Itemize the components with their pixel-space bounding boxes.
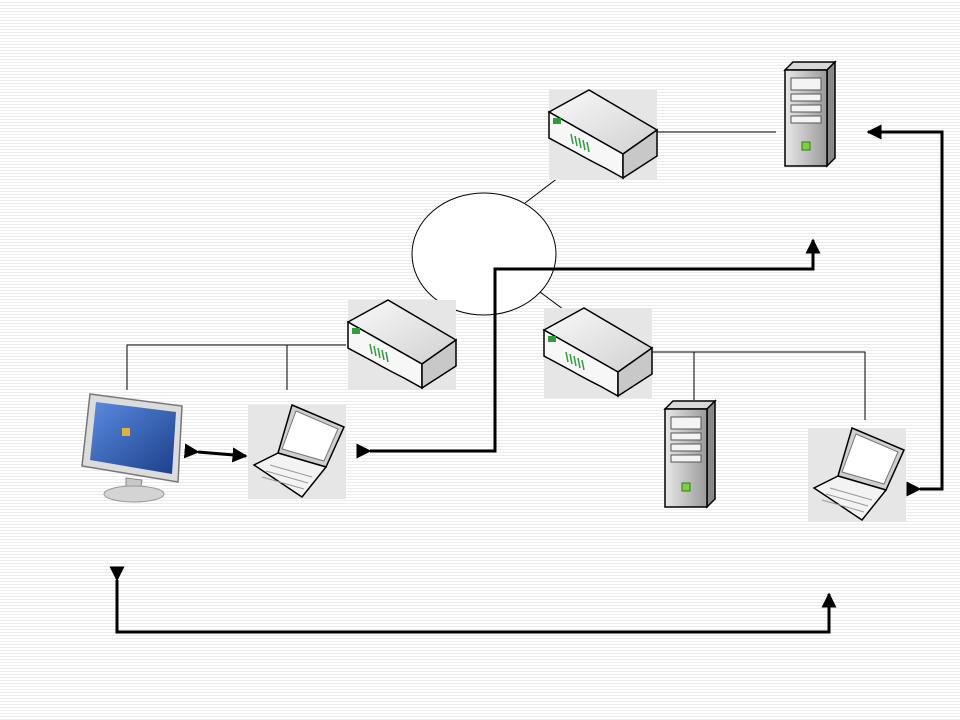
- laptop-screen: [841, 433, 899, 485]
- network-cloud-ellipse: [411, 192, 557, 316]
- arrow-monitor-to-laptop-right[interactable]: [109, 566, 837, 634]
- router-status-led: [352, 328, 360, 334]
- thick-arrows: [109, 124, 944, 634]
- laptop-keyboard: [261, 464, 313, 490]
- router-leds: [565, 351, 585, 371]
- monitor-screen: [90, 402, 176, 474]
- laptop-base: [812, 475, 888, 522]
- laptop-screen: [281, 410, 339, 462]
- monitor-stand: [103, 485, 165, 503]
- server-side: [826, 60, 836, 168]
- monitor-screen-detail: [122, 428, 130, 436]
- router-status-led: [553, 118, 561, 124]
- server-power-led: [801, 141, 811, 151]
- router-front-face: [543, 328, 619, 398]
- router-leds: [369, 343, 389, 363]
- router-side-face: [421, 338, 457, 390]
- laptop-base: [252, 452, 328, 499]
- laptop-icon[interactable]: [248, 403, 346, 499]
- router-front-face: [548, 110, 624, 180]
- router-side-face: [617, 346, 653, 398]
- server-side: [706, 399, 716, 509]
- router-icon[interactable]: [346, 299, 458, 390]
- laptop-icon[interactable]: [808, 426, 906, 522]
- laptop-keyboard: [821, 487, 873, 513]
- server-drive-bays: [790, 77, 822, 124]
- monitor-icon[interactable]: [81, 393, 183, 503]
- server-drive-bays: [670, 416, 702, 463]
- router-leds: [570, 133, 590, 153]
- line-router-left-to-monitor: [126, 344, 346, 390]
- router-status-led: [548, 336, 556, 342]
- arrow-laptop-left-to-server[interactable]: [356, 238, 821, 459]
- server-power-led: [681, 482, 691, 492]
- router-icon[interactable]: [542, 307, 654, 398]
- arrow-monitor-laptop-left[interactable]: [183, 443, 248, 463]
- router-icon[interactable]: [547, 89, 659, 180]
- router-front-face: [347, 320, 423, 390]
- server-icon[interactable]: [663, 399, 717, 509]
- server-icon[interactable]: [783, 60, 837, 168]
- arrow-laptop-right-to-server[interactable]: [866, 124, 944, 497]
- router-side-face: [622, 128, 658, 180]
